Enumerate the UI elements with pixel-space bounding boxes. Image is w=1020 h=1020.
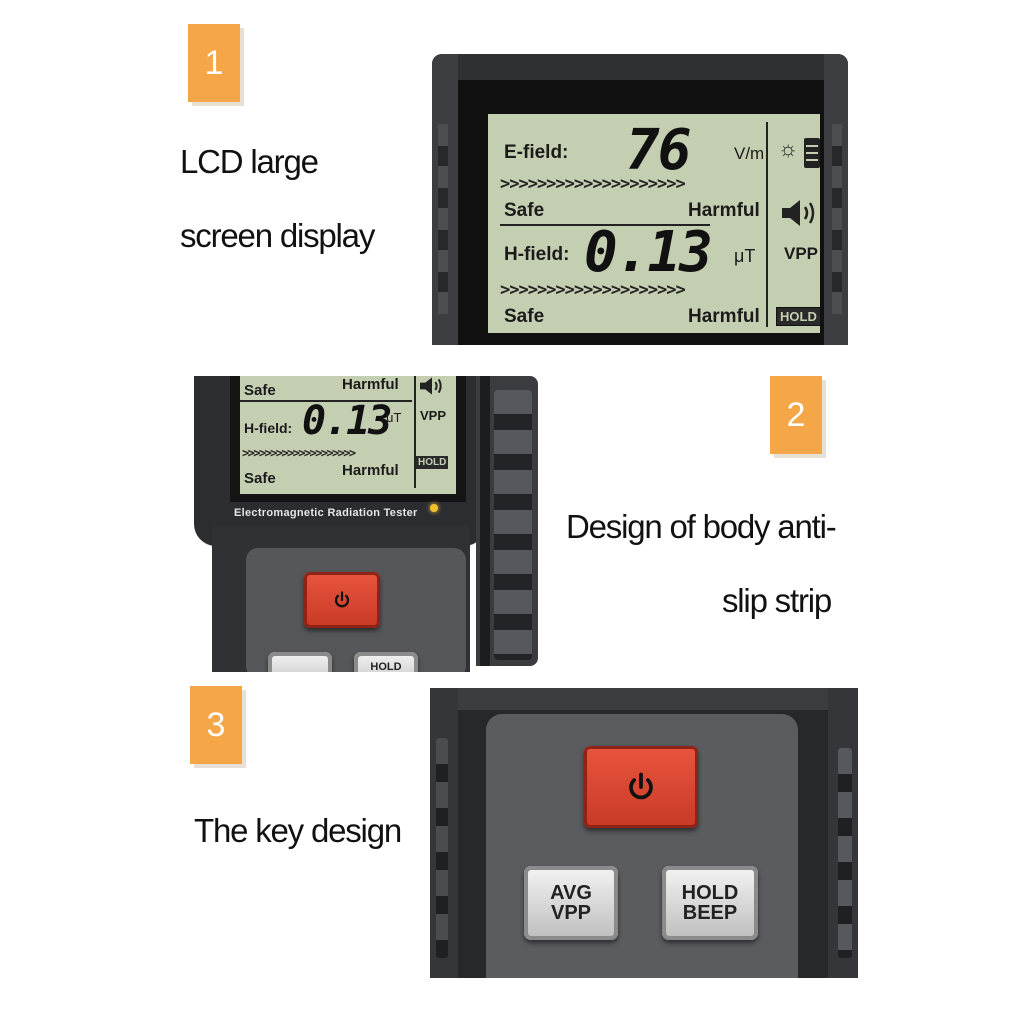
device-hold-label: HOLD	[370, 661, 402, 673]
power-icon	[334, 591, 350, 608]
h-safe-label: Safe	[504, 306, 545, 327]
power-button[interactable]	[584, 746, 698, 828]
device-h-field-value: 0.13	[302, 398, 392, 444]
device-vpp-indicator: VPP	[420, 408, 447, 423]
device-avg-vpp-button[interactable]	[268, 652, 332, 672]
vpp-indicator: VPP	[784, 244, 819, 263]
device-speaker-icon	[420, 377, 442, 395]
lcd-screen: E-field: 76 V/m >>>>>>>>>>>>>>>>>>>> Saf…	[488, 114, 821, 333]
hold-beep-button[interactable]: HOLD BEEP	[662, 866, 758, 940]
device-power-button[interactable]	[304, 572, 380, 628]
caption-lcd-line1: LCD large	[180, 143, 319, 180]
lcd-closeup-photo: E-field: 76 V/m >>>>>>>>>>>>>>>>>>>> Saf…	[432, 54, 848, 345]
device-arrows: >>>>>>>>>>>>>>>>>>>>	[242, 446, 356, 460]
backlight-bulb-icon: ☼	[778, 136, 799, 161]
e-field-arrows: >>>>>>>>>>>>>>>>>>>>	[500, 174, 686, 194]
device-hold-indicator: HOLD	[416, 456, 449, 469]
device-h-field-label: H-field:	[244, 420, 293, 436]
caption-lcd-line2: screen display	[180, 217, 375, 254]
device-body-photo: Safe Harmful H-field: 0.13 μT >>>>>>>>>>…	[194, 376, 542, 672]
caption-key: The key design	[194, 812, 402, 849]
speaker-icon	[782, 200, 815, 226]
beep-label: BEEP	[682, 902, 738, 924]
hold-indicator: HOLD	[776, 307, 821, 326]
caption-body-line2: slip strip	[722, 582, 832, 619]
e-harmful-label: Harmful	[688, 200, 760, 221]
device-safe-bottom: Safe	[244, 470, 276, 487]
device-harmful-bottom: Harmful	[342, 462, 399, 479]
device-lcd-screen: Safe Harmful H-field: 0.13 μT >>>>>>>>>>…	[240, 376, 456, 494]
e-field-unit: V/m	[734, 144, 765, 163]
device-hold-beep-button[interactable]: HOLD	[354, 652, 418, 672]
h-harmful-label: Harmful	[688, 306, 760, 327]
caption-body-line1: Design of body anti-	[566, 508, 837, 545]
e-field-value: 76	[626, 118, 691, 183]
device-safe-top: Safe	[244, 382, 276, 399]
h-field-value: 0.13	[584, 220, 713, 285]
power-icon	[629, 772, 653, 800]
device-brand-label: Electromagnetic Radiation Tester	[234, 507, 418, 519]
battery-icon	[804, 138, 820, 168]
key-closeup-photo: AVG VPP HOLD BEEP	[430, 688, 858, 978]
hold-label: HOLD	[681, 882, 739, 904]
h-field-label: H-field:	[504, 244, 570, 265]
step-badge-1: 1	[188, 24, 244, 106]
device-h-field-unit: μT	[386, 410, 402, 425]
e-safe-label: Safe	[504, 200, 545, 221]
avg-label: AVG	[550, 882, 592, 904]
step-badge-2: 2	[770, 376, 826, 458]
status-led	[430, 504, 438, 512]
e-field-label: E-field:	[504, 142, 569, 163]
step-badge-3: 3	[190, 686, 246, 768]
h-field-unit: μT	[734, 246, 756, 266]
h-field-arrows: >>>>>>>>>>>>>>>>>>>>	[500, 280, 686, 300]
vpp-label: VPP	[550, 902, 592, 924]
avg-vpp-button[interactable]: AVG VPP	[524, 866, 618, 940]
device-harmful-top: Harmful	[342, 376, 399, 393]
